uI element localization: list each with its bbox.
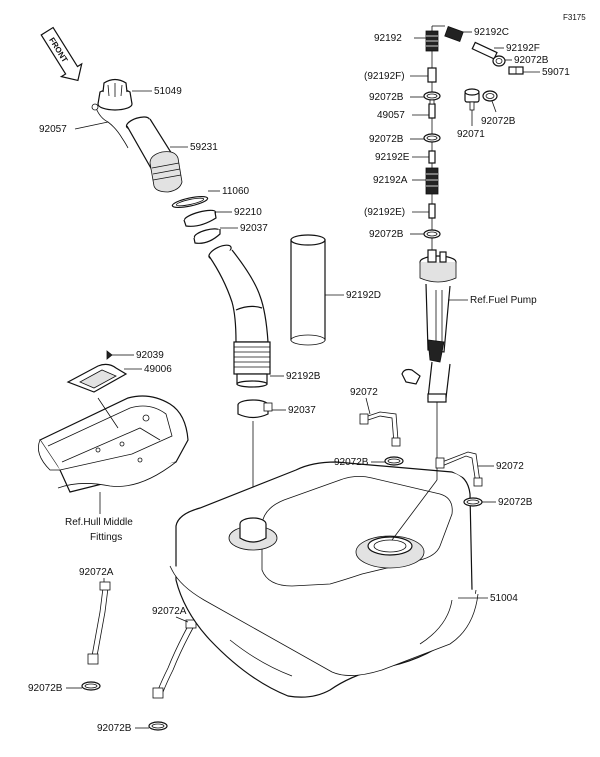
fuel-tank bbox=[169, 461, 479, 698]
clip-92072B-6 bbox=[423, 133, 441, 143]
strap-92072A-1 bbox=[87, 581, 111, 665]
label-92072-2: 92072 bbox=[496, 461, 524, 472]
label-ref-hull-1: Ref.Hull Middle bbox=[65, 517, 133, 528]
ring-92210 bbox=[183, 209, 217, 227]
hose-92192D bbox=[290, 234, 326, 346]
label-92072-1: 92072 bbox=[350, 387, 378, 398]
clip-92072B-1 bbox=[81, 681, 101, 691]
label-49057: 49057 bbox=[377, 110, 405, 121]
strap-92072A-2 bbox=[152, 619, 197, 699]
label-92192: 92192 bbox=[374, 33, 402, 44]
clip-92072B-8 bbox=[384, 456, 404, 466]
label-92071: 92071 bbox=[457, 129, 485, 140]
label-92072B-6: 92072B bbox=[369, 134, 404, 145]
fitting-59071 bbox=[508, 66, 524, 75]
label-49006: 49006 bbox=[144, 364, 172, 375]
label-92192F: 92192F bbox=[506, 43, 540, 54]
label-92192E-paren: (92192E) bbox=[364, 207, 405, 218]
label-92192E: 92192E bbox=[375, 152, 410, 163]
label-92072B-2: 92072B bbox=[97, 723, 132, 734]
filler-hose bbox=[208, 244, 271, 388]
clip-92072B-2 bbox=[148, 721, 168, 731]
label-92192C: 92192C bbox=[474, 27, 509, 38]
hull-middle-fittings bbox=[37, 395, 189, 493]
label-92210: 92210 bbox=[234, 207, 262, 218]
label-92192F-paren: (92192F) bbox=[364, 71, 405, 82]
label-92072B-7: 92072B bbox=[369, 229, 404, 240]
filler-neck bbox=[125, 116, 183, 193]
label-92072B-9: 92072B bbox=[498, 497, 533, 508]
clip-92072B-7 bbox=[423, 229, 441, 239]
label-92192D: 92192D bbox=[346, 290, 381, 301]
strap-92072-1 bbox=[359, 411, 401, 447]
tube-92192E bbox=[428, 150, 436, 164]
tube-92192E-opt bbox=[428, 203, 436, 219]
label-59231: 59231 bbox=[190, 142, 218, 153]
strap-92072-2 bbox=[435, 451, 483, 487]
clip-92072B-9 bbox=[463, 497, 483, 507]
cap-92071 bbox=[464, 88, 480, 111]
label-92072B-1: 92072B bbox=[28, 683, 63, 694]
label-92037-upper: 92037 bbox=[240, 223, 268, 234]
bracket-49006 bbox=[66, 363, 128, 393]
label-92072B-5: 92072B bbox=[481, 116, 516, 127]
label-92072B-3: 92072B bbox=[514, 55, 549, 66]
screw-92039 bbox=[106, 350, 122, 360]
hose-92192 bbox=[425, 30, 439, 52]
label-59071: 59071 bbox=[542, 67, 570, 78]
label-ref-fuel-pump: Ref.Fuel Pump bbox=[470, 295, 537, 306]
clamp-92037-upper bbox=[193, 228, 221, 244]
filler-cap bbox=[97, 78, 133, 111]
label-92072A-1: 92072A bbox=[79, 567, 114, 578]
valve-49057 bbox=[428, 99, 436, 119]
label-92192B: 92192B bbox=[286, 371, 321, 382]
label-92037-lower: 92037 bbox=[288, 405, 316, 416]
label-51004: 51004 bbox=[490, 593, 518, 604]
front-arrow-icon: FRONT bbox=[40, 26, 83, 82]
tube-92192F bbox=[471, 41, 498, 60]
label-92039: 92039 bbox=[136, 350, 164, 361]
cap-tether bbox=[95, 107, 129, 149]
label-11060: 11060 bbox=[222, 186, 250, 197]
hose-92192C bbox=[444, 26, 464, 42]
diagram-code: F3175 bbox=[563, 13, 586, 22]
label-51049: 51049 bbox=[154, 86, 182, 97]
hose-92192A bbox=[425, 167, 439, 195]
clip-92072B-3 bbox=[492, 55, 506, 67]
label-92057: 92057 bbox=[39, 124, 67, 135]
tube-92192F-opt bbox=[427, 67, 437, 83]
label-92072B-4: 92072B bbox=[369, 92, 404, 103]
clip-92072B-5 bbox=[482, 90, 498, 102]
label-92192A: 92192A bbox=[373, 175, 408, 186]
clip-92072B-4 bbox=[423, 91, 441, 101]
label-ref-hull-2: Fittings bbox=[90, 532, 122, 543]
label-92072B-8: 92072B bbox=[334, 457, 369, 468]
fuel-pump-assembly bbox=[401, 249, 457, 403]
label-92072A-2: 92072A bbox=[152, 606, 187, 617]
clamp-92037-lower bbox=[237, 399, 273, 419]
